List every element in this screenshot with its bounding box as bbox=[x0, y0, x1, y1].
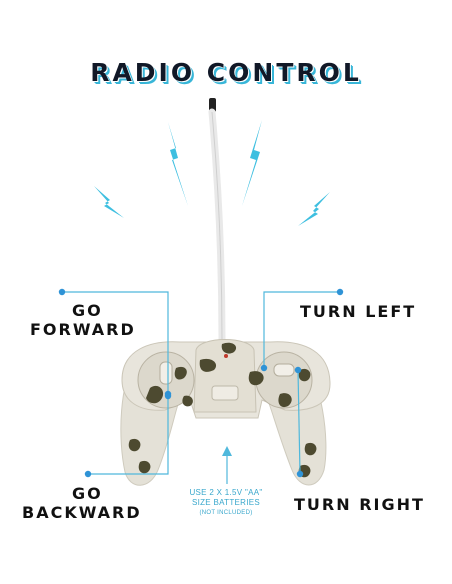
go-forward-label-line2: FORWARD bbox=[30, 320, 136, 339]
battery-note: USE 2 X 1.5V "AA" SIZE BATTERIES (NOT IN… bbox=[176, 488, 276, 518]
battery-note-line3: (NOT INCLUDED) bbox=[199, 510, 253, 516]
lightning-bolt-icon bbox=[94, 120, 330, 226]
go-forward-label-line1: GO bbox=[72, 301, 103, 320]
go-backward-label-line2: BACKWARD bbox=[22, 503, 142, 522]
turn-right-label: TURN RIGHT bbox=[294, 495, 425, 514]
controller-icon bbox=[120, 339, 331, 486]
battery-note-line1: USE 2 X 1.5V "AA" bbox=[189, 488, 263, 497]
antenna-icon bbox=[208, 98, 226, 344]
battery-note-line2: SIZE BATTERIES bbox=[191, 498, 261, 507]
turn-left-label: TURN LEFT bbox=[300, 302, 417, 321]
page-title: RADIO CONTROL bbox=[90, 58, 362, 87]
go-backward-label-line1: GO bbox=[72, 484, 103, 503]
